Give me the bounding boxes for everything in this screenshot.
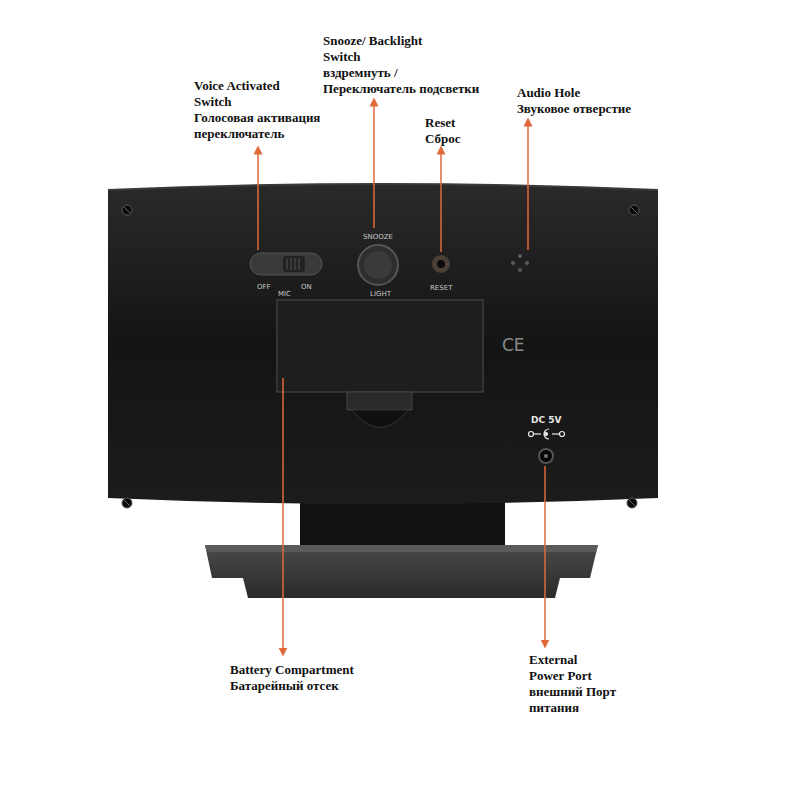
callout-label: Reset (425, 115, 485, 131)
device-marking: OFF (257, 283, 271, 291)
voltage-marking: DC 5V (531, 415, 561, 425)
power-port (539, 449, 553, 463)
audio-hole (511, 254, 529, 272)
battery-cover (277, 300, 483, 392)
device-marking: RESET (430, 284, 452, 292)
callout-label: Battery Compartment (230, 662, 400, 678)
callout-label: Audio Hole (517, 85, 627, 101)
device-marking: ON (301, 283, 312, 291)
dc-symbol (529, 429, 565, 439)
reset-hole (432, 255, 450, 273)
callout-label: Сброс (425, 131, 485, 147)
ce-mark: CE (502, 336, 525, 354)
device-marking: MIC (278, 290, 291, 298)
callout-label: Звуковое отверстие (517, 101, 677, 117)
callout-label: Батарейный отсек (230, 678, 400, 694)
clock-body (108, 184, 658, 504)
callout-label: External Power Port (529, 652, 605, 684)
callout-label: Voice Activated Switch (194, 78, 306, 110)
leader-lines (258, 102, 545, 652)
callout-label: Snooze/ Backlight Switch (323, 33, 423, 65)
device-marking: SNOOZE (363, 233, 393, 241)
callout-label: вздремнуть / Переключатель подсветки (323, 65, 488, 97)
callout-label: внешний Порт питания (529, 684, 639, 716)
snooze-button (358, 245, 398, 285)
device-marking: LIGHT (370, 290, 391, 298)
voice-switch (250, 253, 322, 275)
callout-label: Голосовая активация переключатель (194, 110, 344, 142)
stand-base (205, 545, 598, 598)
